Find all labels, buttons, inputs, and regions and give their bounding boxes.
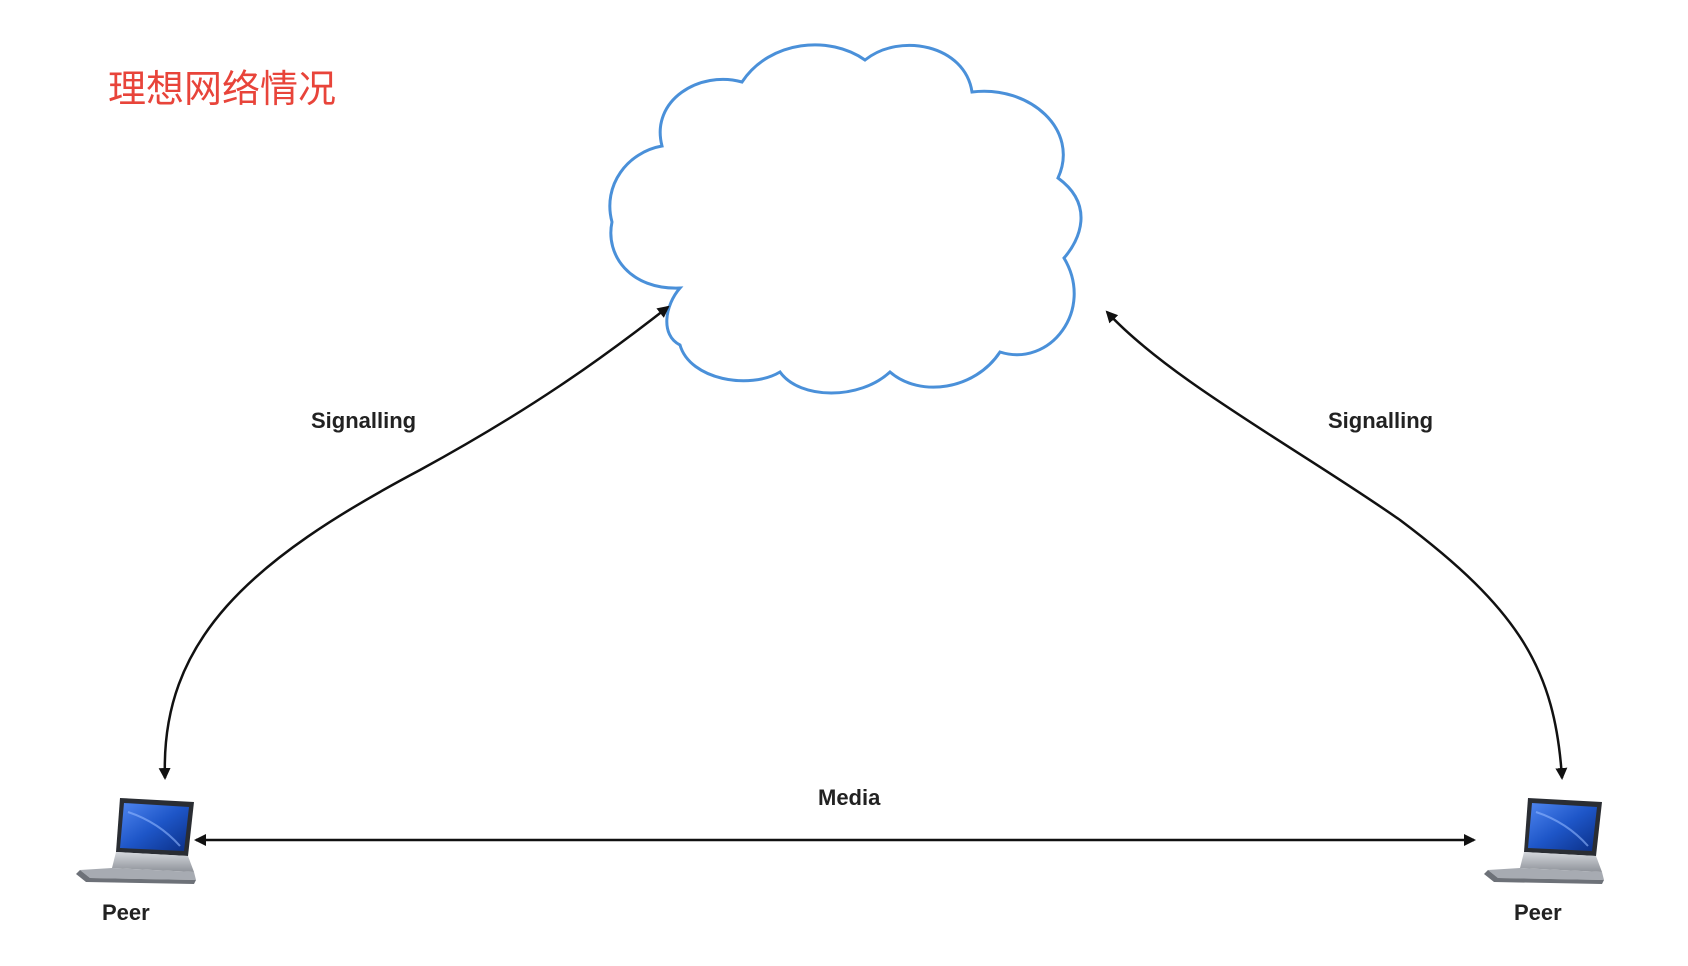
peer-label-left: Peer bbox=[102, 900, 150, 925]
signalling-label-right: Signalling bbox=[1328, 408, 1433, 433]
diagram-title: 理想网络情况 bbox=[108, 67, 336, 111]
signalling-label-left: Signalling bbox=[311, 408, 416, 433]
peer-label-right: Peer bbox=[1514, 900, 1562, 925]
laptop-icon bbox=[1484, 798, 1604, 884]
laptop-icon bbox=[76, 798, 196, 884]
signalling-arrow-left bbox=[158, 305, 670, 780]
cloud-icon bbox=[608, 43, 1083, 395]
signalling-arrow-right bbox=[1105, 310, 1568, 780]
media-label: Media bbox=[818, 785, 881, 810]
